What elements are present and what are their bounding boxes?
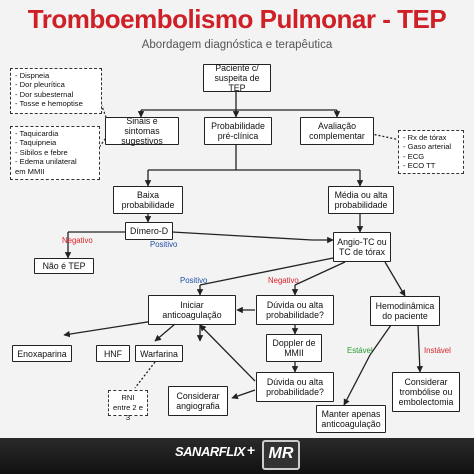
node-evaluation: Avaliação complementar — [300, 117, 374, 145]
node-warfarin: Warfarina — [135, 345, 183, 362]
label-negative-angio: Negativo — [268, 276, 299, 285]
exam-item: - ECO TT — [403, 161, 436, 171]
node-not-tep: Não é TEP — [34, 258, 94, 274]
sign-item: - Edema unilateral — [15, 157, 77, 167]
label-positive-angio: Positivo — [180, 276, 208, 285]
exam-item: - Rx de tórax — [403, 133, 447, 142]
node-low-probability: Baixa probabilidade — [113, 186, 183, 214]
symptom-item: - Dor subesternal — [15, 89, 74, 99]
exam-item: - Gaso arterial — [403, 142, 452, 152]
symptom-item: - Dor pleurítica — [15, 80, 65, 90]
node-enoxaparin: Enoxaparina — [12, 345, 72, 362]
node-d-dimer: Dímero-D — [125, 222, 173, 240]
node-doppler: Doppler de MMII — [266, 334, 322, 362]
node-mid-high-probability: Média ou alta probabilidade — [328, 186, 394, 214]
node-rni: RNI entre 2 e 3 — [108, 390, 148, 422]
label-stable: Estável — [347, 346, 373, 355]
sign-item: - Taquipneia — [15, 138, 57, 148]
node-signs: Sinais e sintomas sugestivos — [105, 116, 179, 146]
exam-item: - ECG — [403, 151, 425, 161]
footer-bar — [0, 438, 474, 474]
sanarflix-logo: SANARFLIX — [175, 444, 245, 459]
node-hnf: HNF — [96, 345, 130, 362]
label-positive-ddimer: Positivo — [150, 240, 178, 249]
symptom-item: - Tosse e hemoptise — [15, 99, 83, 109]
label-unstable: Instável — [424, 346, 451, 355]
node-probability: Probabilidade pré-clínica — [204, 117, 272, 145]
node-thrombolysis: Considerar trombólise ou embolectomia — [392, 372, 460, 412]
node-consider-angiography: Considerar angiografia — [168, 386, 228, 416]
node-start: Paciente c/ suspeita de TEP — [203, 63, 271, 93]
mr-logo: MR — [262, 440, 300, 470]
node-angio-tc: Angio-TC ou TC de tórax — [333, 232, 391, 262]
node-start-anticoagulation: Iniciar anticoagulação — [148, 295, 236, 325]
sign-item: - Taquicardia — [15, 129, 59, 138]
signs-box: - Taquicardia - Taquipneia - Sibilos e f… — [10, 126, 100, 180]
page-subtitle: Abordagem diagnóstica e terapêutica — [141, 39, 333, 51]
node-doubt-1: Dúvida ou alta probabilidade? — [256, 295, 334, 325]
sign-item: em MMII — [15, 166, 45, 176]
node-hemodynamics: Hemodinâmica do paciente — [370, 296, 440, 326]
node-keep-anticoagulation: Manter apenas anticoagulação — [316, 405, 386, 433]
sign-item: - Sibilos e febre — [15, 147, 68, 157]
symptoms-box: - Dispneia - Dor pleurítica - Dor subest… — [10, 68, 102, 114]
symptom-item: - Dispneia — [15, 71, 50, 80]
page-title: Tromboembolismo Pulmonar - TEP — [27, 4, 447, 34]
plus-sign: + — [247, 442, 256, 458]
label-negative-ddimer: Negativo — [62, 236, 93, 245]
node-doubt-2: Dúvida ou alta probabilidade? — [256, 372, 334, 402]
exams-box: - Rx de tórax - Gaso arterial - ECG - EC… — [398, 130, 464, 174]
